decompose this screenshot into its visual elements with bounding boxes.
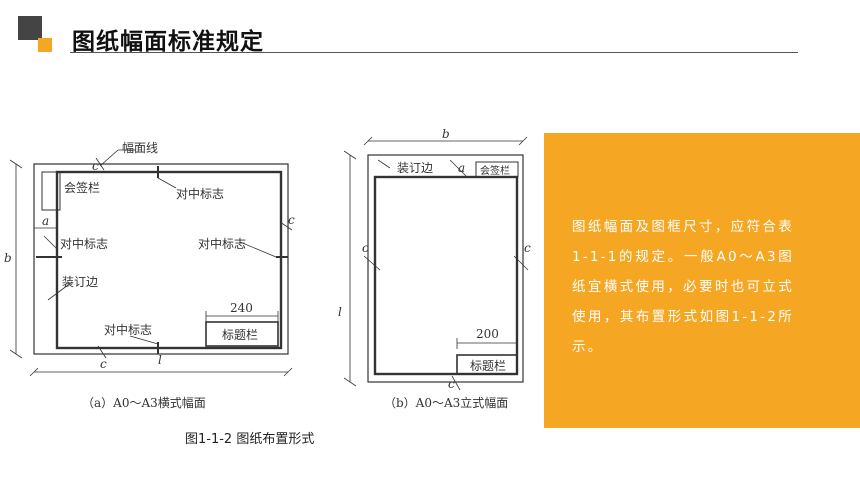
figure-a-label-a: a [42, 214, 49, 228]
figure-a-label-sheet-edge: 幅面线 [122, 140, 158, 155]
title-underline [70, 52, 798, 53]
figure-b-label-l: l [338, 305, 342, 319]
figure-b-label-signature-block: 会签栏 [480, 164, 510, 177]
info-panel-text: 图纸幅面及图框尺寸，应符合表1-1-1的规定。一般A0～A3图纸宜横式使用，必要… [572, 219, 794, 355]
figure-caption: 图1-1-2 图纸布置形式 [185, 432, 315, 447]
figure-a-signature-block [41, 171, 61, 211]
figure-b-caption: （b）A0～A3立式幅面 [384, 396, 509, 410]
figure-b-signature-block [475, 161, 519, 178]
figure-a-label-c-right: c [288, 213, 295, 227]
figure-b-label-c-left: c [362, 241, 369, 255]
figure-a-label-centering-bottom: 对中标志 [104, 322, 152, 337]
figure-a-label-240: 240 [230, 301, 253, 315]
figure-b-frame [373, 175, 519, 376]
figure-a-text: 幅面线 会签栏 对中标志 对中标志 对中标志 装订边 对中标志 标题栏 240 … [4, 140, 295, 371]
figure-b-label-title-block: 标题栏 [470, 358, 506, 373]
figure-a-label-title-block: 标题栏 [222, 327, 258, 342]
figure-b-label-binding-edge: 装订边 [397, 161, 433, 175]
figure-a-label-binding-edge: 装订边 [62, 275, 98, 289]
figure-a-label-c-top: c [92, 159, 99, 173]
figure-a-frame [55, 170, 283, 350]
figure-b-label-200: 200 [476, 327, 499, 341]
figure-a-label-c-bottom: c [100, 357, 107, 371]
figure-b-title-block [456, 354, 518, 375]
figure-a-sheet-border [33, 163, 289, 355]
figure-b-label-a: a [458, 161, 465, 175]
figure-a-label-l: l [158, 353, 162, 367]
figure-a-title-block [205, 321, 279, 347]
figure-a-label-b: b [4, 251, 12, 265]
figure-a [9, 149, 293, 377]
logo-orange-square [38, 38, 52, 52]
figure-b-label-c-bottom: c [448, 377, 455, 391]
info-panel [544, 133, 860, 428]
figure-b-label-b: b [442, 127, 450, 141]
figure-b [343, 136, 529, 391]
page-title: 图纸幅面标准规定 [72, 29, 264, 55]
figure-a-label-centering-right: 对中标志 [198, 236, 246, 251]
figure-a-label-centering-top: 对中标志 [176, 186, 224, 201]
figure-a-caption: （a）A0～A3横式幅面 [82, 396, 206, 410]
figure-b-label-c-right: c [524, 241, 531, 255]
figure-a-label-centering-left: 对中标志 [60, 236, 108, 251]
figure-b-sheet-border [367, 154, 524, 383]
figure-a-label-signature-block: 会签栏 [64, 180, 100, 195]
figure-b-text: 装订边 会签栏 标题栏 200 a c c c b l [338, 127, 531, 391]
logo-dark-square [18, 16, 42, 40]
